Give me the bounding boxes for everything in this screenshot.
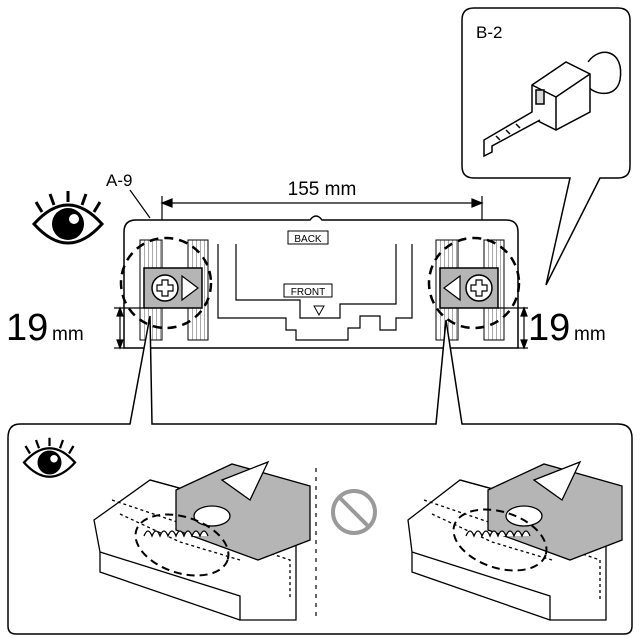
tape-measure-ref-label: B-2	[476, 23, 502, 42]
mounting-plate	[123, 215, 519, 349]
left-offset-value: 19	[6, 307, 48, 349]
right-offset-dimension	[498, 306, 528, 350]
plate-ref-leader	[129, 189, 151, 219]
right-highlight-circle	[427, 236, 521, 330]
correct-installation-detail	[93, 460, 311, 621]
no-symbol-icon	[331, 489, 377, 535]
left-highlight-circle	[119, 236, 213, 330]
left-offset-unit: mm	[52, 324, 84, 345]
left-offset-dimension	[114, 306, 144, 350]
right-bracket	[439, 267, 499, 309]
left-bracket	[143, 267, 203, 309]
right-offset-value: 19	[528, 307, 570, 349]
correct-highlight-ellipse	[134, 513, 230, 577]
front-label: FRONT	[291, 287, 325, 298]
front-arrow-icon	[313, 305, 325, 317]
plate-ref-label: A-9	[106, 171, 132, 190]
front-label-box	[283, 283, 333, 298]
incorrect-installation-detail	[407, 460, 623, 621]
back-label-box	[287, 230, 329, 245]
incorrect-highlight-ellipse	[452, 508, 548, 572]
eye-icon	[31, 191, 105, 245]
width-dimension-label: 155 mm	[288, 179, 357, 200]
right-offset-unit: mm	[574, 324, 606, 345]
eye-icon-detail	[22, 437, 77, 478]
back-label: BACK	[294, 234, 322, 245]
tape-measure-icon	[483, 51, 622, 158]
tape-measure-callout: B-2	[461, 7, 631, 286]
